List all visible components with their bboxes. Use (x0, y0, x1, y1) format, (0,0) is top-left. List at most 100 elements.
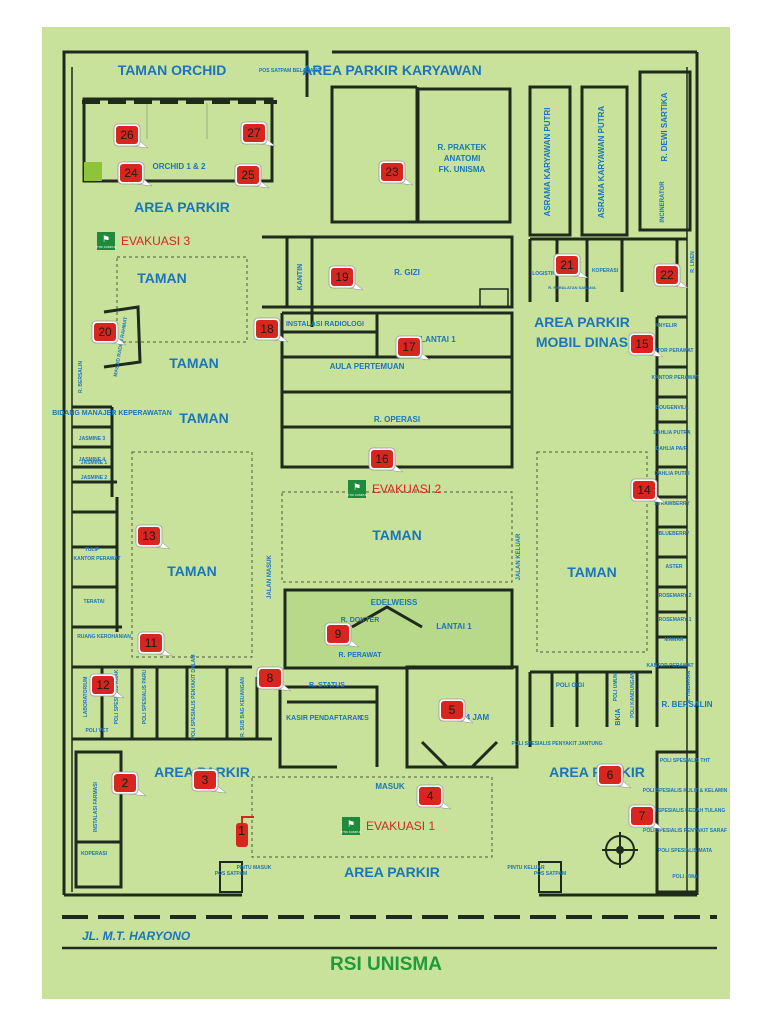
room-poli-bedah: POLI SPESIALIS BEDAH TULANG (645, 808, 726, 814)
room-tulip: TULIP (85, 547, 100, 553)
marker-number: 12 (96, 678, 110, 692)
assembly-point-icon: ⚑ (353, 482, 361, 492)
room-kantor-perawat-left: KANTOR PERAWAT (73, 556, 120, 562)
marker-number: 19 (335, 270, 349, 284)
marker-26[interactable]: 26 (113, 123, 149, 149)
marker-21[interactable]: 21 (553, 253, 589, 279)
marker-number: 11 (145, 636, 158, 650)
marker-3[interactable]: 3 (191, 768, 227, 794)
marker-22[interactable]: 22 (653, 263, 689, 289)
marker-27[interactable]: 27 (240, 121, 276, 147)
room-jasmine-1: JASMINE 1 (81, 460, 108, 466)
marker-8[interactable]: 8 (256, 666, 292, 692)
marker-number: 3 (202, 773, 209, 787)
evakuasi-2-label: EVAKUASI 2 (372, 482, 441, 496)
room-poli-gigi: POLI GIGI (556, 683, 585, 689)
room-blueberry: BLUEBERRY (659, 531, 691, 537)
room-jalan-keluar: JALAN KELUAR (516, 533, 522, 580)
marker-number: 2 (122, 776, 129, 790)
room-rosemary-2: ROSEMARY 2 (659, 593, 692, 599)
room-poli-saraf: POLI SPESIALIS PENYAKIT SARAF (643, 828, 727, 834)
room-r-perawat: R. PERAWAT (338, 652, 382, 659)
room-edelweiss: EDELWEISS (371, 598, 418, 607)
marker-25[interactable]: 25 (234, 163, 270, 189)
room-poli-vct: POLI VCT (85, 728, 108, 734)
room-laboratorium: LABORATORIUM (83, 677, 89, 718)
room-pintu-masuk: PINTU MASUK (237, 865, 272, 871)
marker-24[interactable]: 24 (117, 161, 153, 187)
marker-19[interactable]: 19 (328, 265, 364, 291)
assembly-point-icon: ⚑ (347, 819, 355, 829)
marker-12[interactable]: 12 (89, 673, 125, 699)
marker-number: 13 (142, 529, 156, 543)
marker-23[interactable]: 23 (378, 160, 414, 186)
marker-5[interactable]: 5 (438, 698, 474, 724)
room-jasmine-3: JASMINE 3 (79, 436, 106, 442)
room-poli-kandungan: POLI KANDUNGAN (630, 672, 636, 718)
room-instalasi-radiologi: INSTALASI RADIOLOGI (286, 321, 364, 328)
marker-number: 6 (607, 768, 614, 782)
marker-11[interactable]: 11 (137, 631, 173, 657)
room-cs: CS (359, 715, 369, 722)
room-poli-mata: POLI SPESIALIS MATA (658, 848, 713, 854)
room-r-dokter: R. DOKTER (341, 617, 380, 624)
marker-2[interactable]: 2 (111, 771, 147, 797)
room-pos-satpam-2: POS SATPAM (534, 871, 566, 877)
area-taman-4: TAMAN (167, 563, 217, 579)
marker-6[interactable]: 6 (596, 763, 632, 789)
room-strawberry: STRAWBERRY (654, 501, 690, 507)
marker-18[interactable]: 18 (253, 317, 289, 343)
area-taman-orchid: TAMAN ORCHID (118, 62, 227, 78)
room-pendaftaran: PENDAFTARAN (310, 715, 363, 722)
room-aula: AULA PERTEMUAN (330, 362, 405, 371)
marker-number: 9 (335, 627, 342, 641)
marker-number: 26 (120, 128, 134, 142)
marker-17[interactable]: 17 (395, 335, 431, 361)
marker-number: 18 (260, 322, 274, 336)
room-igd: IGD 24 JAM (445, 713, 490, 722)
room-bkia: BKIA (615, 708, 622, 725)
area-taman-2: TAMAN (169, 355, 219, 371)
room-r-sub-bag: R. SUB BAG KEUANGAN (240, 677, 246, 737)
room-dahlia-putri: DAHLIA PUTRI (654, 471, 690, 477)
room-jalan-masuk: JALAN MASUK (267, 555, 273, 599)
room-kantin: KANTIN (297, 264, 304, 290)
assembly-sign-text: TITIK KUMPUL (96, 245, 117, 249)
street-name: JL. M.T. HARYONO (82, 929, 191, 943)
room-r-praktek: R. PRAKTEK (438, 143, 487, 152)
marker-number: 25 (241, 168, 255, 182)
evakuasi-3-label: EVAKUASI 3 (121, 234, 190, 248)
room-rosemary-1: ROSEMARY 1 (659, 617, 692, 623)
room-koperasi: KOPERASI (81, 851, 108, 857)
room-poli-dalam: POLI SPESIALIS PENYAKIT DALAM (191, 655, 197, 740)
marker-15[interactable]: 15 (628, 332, 664, 358)
marker-7[interactable]: 7 (628, 804, 664, 830)
room-r-tindakan: R. TINDAKAN (686, 670, 692, 703)
assembly-sign-text: TITIK KUMPUL (347, 493, 368, 497)
room-asrama-putra: ASRAMA KARYAWAN PUTRA (597, 106, 606, 219)
marker-16[interactable]: 16 (368, 447, 404, 473)
marker-20[interactable]: 20 (91, 320, 127, 346)
marker-13[interactable]: 13 (135, 524, 171, 550)
room-kantor-perawat-r2: KANTOR PERAWAT (651, 375, 698, 381)
room-poli-jiwa: POLI JIWA (672, 874, 698, 880)
marker-9[interactable]: 9 (324, 622, 360, 648)
area-taman-5: TAMAN (372, 527, 422, 543)
evakuasi-1-label: EVAKUASI 1 (366, 819, 435, 833)
area-area-parkir-top: AREA PARKIR (134, 199, 230, 215)
marker-number: 23 (385, 165, 399, 179)
room-orchid: ORCHID 1 & 2 (153, 162, 206, 171)
room-anatomi: ANATOMI (444, 154, 481, 163)
area-taman-3: TAMAN (179, 410, 229, 426)
room-poli-tht: POLI SPESIALIS THT (660, 758, 710, 764)
room-logistik: LOGISTIK (532, 271, 556, 277)
marker-4[interactable]: 4 (416, 784, 452, 810)
marker-14[interactable]: 14 (630, 478, 666, 504)
room-poli-paru: POLI SPESIALIS PARU (142, 669, 148, 724)
room-jasmine-4: JASMINE 4 (79, 457, 106, 463)
room-kantor-perawat-r3: KANTOR PERAWAT (646, 663, 693, 669)
marker-number: 16 (375, 452, 389, 466)
room-teratai: TERATAI (84, 599, 106, 605)
